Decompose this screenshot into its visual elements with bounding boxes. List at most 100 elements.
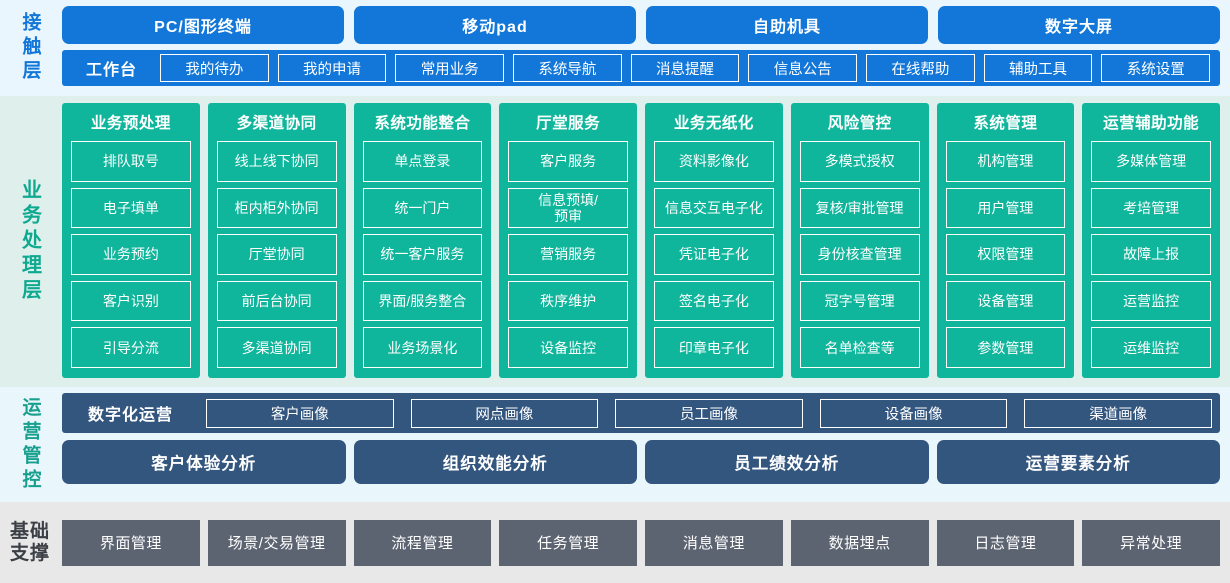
foundation-layer-label: 基础 支撑 [0, 502, 60, 583]
business-column-risk-control: 风险管控 多模式授权 复核/审批管理 身份核查管理 冠字号管理 名单检查等 [790, 103, 929, 378]
foundation-item-process-management[interactable]: 流程管理 [353, 519, 492, 566]
contact-layer-body: PC/图形终端 移动pad 自助机具 数字大屏 工作台 我的待办 我的申请 常用… [60, 0, 1230, 96]
business-item[interactable]: 多渠道协同 [216, 327, 337, 368]
business-item[interactable]: 界面/服务整合 [362, 280, 483, 322]
foundation-layer-body: 界面管理 场景/交易管理 流程管理 任务管理 消息管理 数据埋点 日志管理 异常… [60, 502, 1230, 583]
business-item[interactable]: 前后台协同 [216, 280, 337, 322]
analysis-organization-efficiency[interactable]: 组织效能分析 [353, 440, 637, 484]
business-item[interactable]: 多模式授权 [799, 141, 920, 182]
business-column-operation-support: 运营辅助功能 多媒体管理 考培管理 故障上报 运营监控 运维监控 [1082, 103, 1220, 378]
foundation-item-scene-transaction[interactable]: 场景/交易管理 [207, 519, 346, 566]
operations-layer: 运营管控 数字化运营 客户画像 网点画像 员工画像 设备画像 渠道画像 客户体验… [0, 387, 1230, 502]
workbench-item-message-alert[interactable]: 消息提醒 [630, 54, 740, 82]
business-item[interactable]: 设备管理 [945, 280, 1066, 322]
column-title: 运营辅助功能 [1103, 115, 1200, 132]
business-item[interactable]: 线上线下协同 [216, 141, 337, 182]
portrait-channel[interactable]: 渠道画像 [1024, 398, 1212, 428]
foundation-item-log-management[interactable]: 日志管理 [936, 519, 1075, 566]
business-item[interactable]: 客户服务 [508, 141, 628, 182]
business-item[interactable]: 复核/审批管理 [799, 187, 920, 229]
business-item[interactable]: 引导分流 [71, 327, 191, 368]
column-title: 厅堂服务 [536, 115, 601, 132]
business-item[interactable]: 身份核查管理 [799, 234, 920, 275]
portrait-staff[interactable]: 员工画像 [615, 398, 803, 428]
business-item[interactable]: 业务预约 [71, 234, 191, 275]
business-item[interactable]: 多媒体管理 [1091, 141, 1211, 182]
business-item[interactable]: 排队取号 [71, 141, 191, 182]
business-column-paperless: 业务无纸化 资料影像化 信息交互电子化 凭证电子化 签名电子化 印章电子化 [645, 103, 783, 378]
business-item[interactable]: 运营监控 [1091, 280, 1211, 322]
business-item[interactable]: 运维监控 [1091, 327, 1211, 368]
foundation-item-exception-handling[interactable]: 异常处理 [1082, 519, 1220, 566]
analysis-operation-elements[interactable]: 运营要素分析 [936, 440, 1220, 484]
analysis-row: 客户体验分析 组织效能分析 员工绩效分析 运营要素分析 [62, 440, 1220, 484]
business-column-lobby-service: 厅堂服务 客户服务 信息预填/ 预审 营销服务 秩序维护 设备监控 [499, 103, 637, 378]
column-title: 业务预处理 [90, 115, 171, 132]
business-column-system-integration: 系统功能整合 单点登录 统一门户 统一客户服务 界面/服务整合 业务场景化 [353, 103, 492, 378]
workbench-title: 工作台 [86, 62, 138, 79]
business-item[interactable]: 单点登录 [362, 141, 483, 182]
business-item[interactable]: 用户管理 [945, 187, 1066, 229]
foundation-item-data-tracking[interactable]: 数据埋点 [790, 519, 929, 566]
foundation-item-ui-management[interactable]: 界面管理 [62, 519, 200, 566]
portrait-customer[interactable]: 客户画像 [206, 398, 394, 428]
business-item[interactable]: 客户识别 [71, 280, 191, 322]
workbench-item-applications[interactable]: 我的申请 [277, 54, 387, 82]
business-item[interactable]: 凭证电子化 [654, 234, 774, 275]
business-item[interactable]: 签名电子化 [654, 280, 774, 322]
business-columns: 业务预处理 排队取号 电子填单 业务预约 客户识别 引导分流 多渠道协同 线上线… [62, 103, 1220, 378]
business-item[interactable]: 秩序维护 [508, 280, 628, 322]
business-item[interactable]: 营销服务 [508, 234, 628, 275]
business-item[interactable]: 柜内柜外协同 [216, 187, 337, 229]
column-title: 系统功能整合 [374, 115, 471, 132]
business-item[interactable]: 统一门户 [362, 187, 483, 229]
operations-layer-label: 运营管控 [19, 396, 41, 493]
business-item[interactable]: 故障上报 [1091, 234, 1211, 275]
channel-self-service[interactable]: 自助机具 [646, 6, 928, 44]
workbench-item-system-settings[interactable]: 系统设置 [1101, 54, 1211, 82]
business-layer: 业务处理层 业务预处理 排队取号 电子填单 业务预约 客户识别 引导分流 多渠道… [0, 96, 1230, 387]
digital-operations-bar: 数字化运营 客户画像 网点画像 员工画像 设备画像 渠道画像 [62, 393, 1220, 433]
foundation-label-line1: 基础 [9, 520, 50, 542]
business-column-system-management: 系统管理 机构管理 用户管理 权限管理 设备管理 参数管理 [936, 103, 1075, 378]
business-item[interactable]: 印章电子化 [654, 327, 774, 368]
business-item[interactable]: 电子填单 [71, 187, 191, 229]
workbench-item-online-help[interactable]: 在线帮助 [866, 54, 975, 82]
business-item[interactable]: 权限管理 [945, 234, 1066, 275]
contact-layer-label: 接触层 [19, 12, 41, 84]
business-item[interactable]: 冠字号管理 [799, 280, 920, 322]
workbench-item-system-nav[interactable]: 系统导航 [513, 54, 622, 82]
business-item[interactable]: 统一客户服务 [362, 234, 483, 275]
analysis-customer-experience[interactable]: 客户体验分析 [62, 440, 346, 484]
channel-digital-screen[interactable]: 数字大屏 [938, 6, 1220, 44]
business-item[interactable]: 信息交互电子化 [654, 187, 774, 229]
business-item[interactable]: 厅堂协同 [216, 234, 337, 275]
business-item[interactable]: 机构管理 [945, 141, 1066, 182]
channel-mobile-pad[interactable]: 移动pad [354, 6, 636, 44]
workbench-item-aux-tools[interactable]: 辅助工具 [983, 54, 1093, 82]
business-layer-label: 业务处理层 [18, 179, 41, 304]
workbench-item-common-business[interactable]: 常用业务 [395, 54, 505, 82]
foundation-row: 界面管理 场景/交易管理 流程管理 任务管理 消息管理 数据埋点 日志管理 异常… [62, 519, 1220, 566]
portrait-branch[interactable]: 网点画像 [410, 398, 599, 428]
workbench-item-announcement[interactable]: 信息公告 [748, 54, 858, 82]
portrait-device[interactable]: 设备画像 [819, 398, 1008, 428]
business-item[interactable]: 考培管理 [1091, 187, 1211, 229]
business-item[interactable]: 业务场景化 [362, 327, 483, 368]
foundation-layer: 基础 支撑 界面管理 场景/交易管理 流程管理 任务管理 消息管理 数据埋点 日… [0, 502, 1230, 583]
business-column-multichannel: 多渠道协同 线上线下协同 柜内柜外协同 厅堂协同 前后台协同 多渠道协同 [207, 103, 346, 378]
business-layer-body: 业务预处理 排队取号 电子填单 业务预约 客户识别 引导分流 多渠道协同 线上线… [60, 96, 1230, 387]
business-item[interactable]: 参数管理 [945, 327, 1066, 368]
foundation-label-line2: 支撑 [9, 542, 50, 564]
business-item[interactable]: 信息预填/ 预审 [508, 187, 628, 229]
business-item[interactable]: 名单检查等 [799, 327, 920, 368]
business-item[interactable]: 设备监控 [508, 327, 628, 368]
workbench-item-todo[interactable]: 我的待办 [160, 54, 269, 82]
channel-pc[interactable]: PC/图形终端 [62, 6, 344, 44]
business-item[interactable]: 资料影像化 [654, 141, 774, 182]
analysis-staff-performance[interactable]: 员工绩效分析 [645, 440, 929, 484]
contact-layer: 接触层 PC/图形终端 移动pad 自助机具 数字大屏 工作台 我的待办 我的申… [0, 0, 1230, 96]
foundation-item-task-management[interactable]: 任务管理 [499, 519, 637, 566]
foundation-item-message-management[interactable]: 消息管理 [645, 519, 783, 566]
